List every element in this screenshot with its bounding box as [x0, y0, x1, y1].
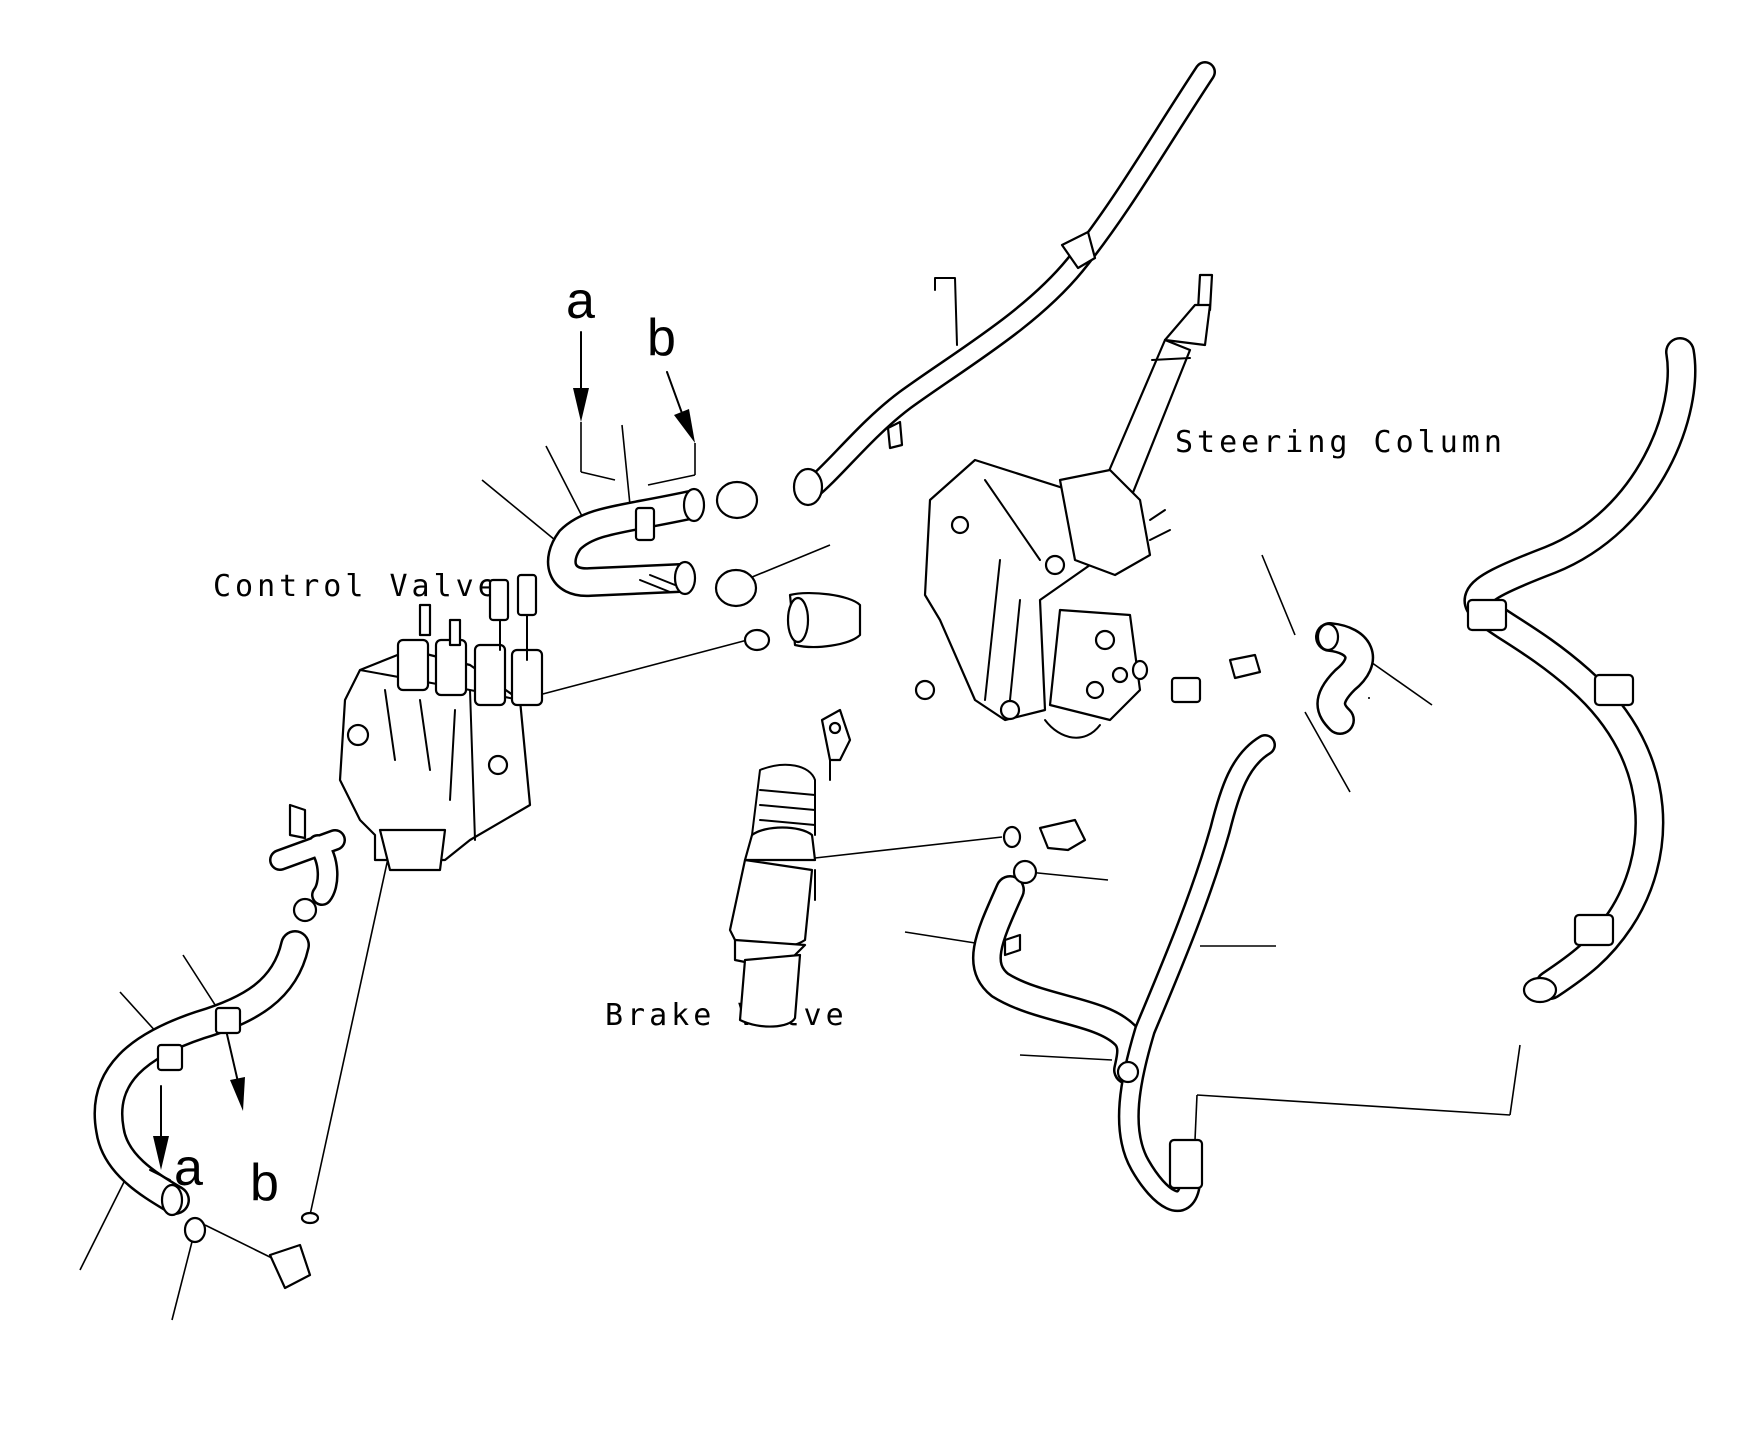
- svg-text:b: b: [250, 1154, 279, 1212]
- control-valve-label: Control Valve: [213, 569, 500, 604]
- top-right-pipe: [794, 72, 1205, 505]
- brake-valve-label: Brake Valve: [605, 998, 848, 1033]
- view-arrow-b-bottom: b: [226, 1030, 279, 1212]
- control-valve-fittings: [716, 482, 860, 650]
- left-bracket-fitting: [185, 805, 335, 1288]
- steering-column-label: Steering Column: [1175, 425, 1506, 460]
- brake-valve-fittings: [1004, 820, 1138, 1082]
- center-hose: [987, 890, 1131, 1070]
- svg-text:a: a: [566, 272, 595, 330]
- left-hose: [108, 945, 295, 1215]
- right-hose: [1468, 352, 1681, 1002]
- long-steering-tube: [1129, 745, 1265, 1201]
- view-arrow-a-top: a: [566, 272, 595, 422]
- control-valve: [340, 575, 542, 870]
- svg-text:b: b: [647, 309, 676, 367]
- top-hose-assembly: [562, 489, 704, 594]
- brake-valve: [730, 710, 850, 1027]
- view-arrow-b-top: b: [647, 309, 695, 443]
- steering-column: [916, 275, 1260, 738]
- small-elbow-hose: [1318, 624, 1359, 720]
